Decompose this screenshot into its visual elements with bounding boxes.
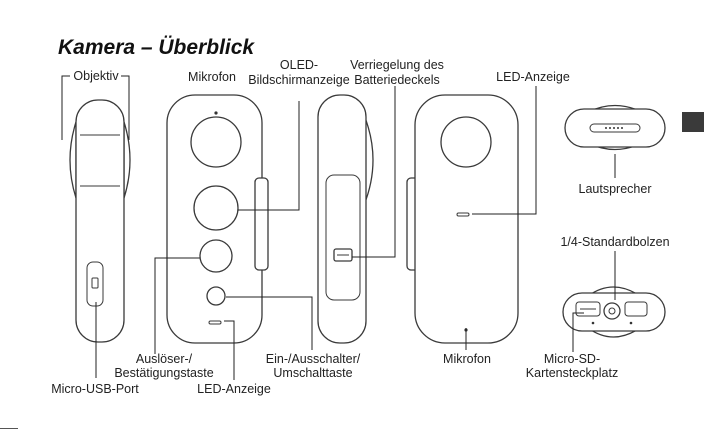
label-verriegelung-line1: Verriegelung des — [350, 58, 444, 72]
label-ausloeser-line1: Auslöser-/ — [136, 352, 193, 366]
camera-back-view — [407, 95, 518, 343]
label-led-top: LED-Anzeige — [496, 70, 570, 84]
label-verriegelung-line2: Batteriedeckels — [354, 73, 439, 87]
label-bolzen: 1/4-Standardbolzen — [560, 235, 669, 249]
label-ausloeser-line2: Bestätigungstaste — [114, 366, 213, 380]
power-button — [207, 287, 225, 305]
label-microsd-line2: Kartensteckplatz — [526, 366, 618, 380]
shutter-button — [200, 240, 232, 272]
label-oled-line2: Bildschirmanzeige — [248, 73, 349, 87]
label-led-bottom: LED-Anzeige — [197, 382, 271, 396]
label-oled-line1: OLED- — [280, 58, 318, 72]
label-mikrofon-bottom: Mikrofon — [443, 352, 491, 366]
camera-front-view — [167, 95, 268, 343]
label-lautsprecher: Lautsprecher — [579, 182, 652, 196]
section-tab-marker — [682, 112, 704, 132]
oled-screen — [191, 117, 241, 167]
camera-bottom-view — [563, 287, 665, 337]
camera-side-view-left — [70, 100, 130, 342]
camera-side-view-right — [318, 95, 373, 343]
label-einaus-line1: Ein-/Ausschalter/ — [266, 352, 361, 366]
label-einaus-line2: Umschalttaste — [273, 366, 352, 380]
camera-top-view — [565, 106, 665, 150]
tripod-bolt — [604, 303, 620, 319]
label-usb: Micro-USB-Port — [51, 382, 139, 396]
label-objektiv: Objektiv — [73, 69, 119, 83]
page-rule — [0, 428, 18, 429]
label-microsd-line1: Micro-SD- — [544, 352, 600, 366]
label-mikrofon-top: Mikrofon — [188, 70, 236, 84]
